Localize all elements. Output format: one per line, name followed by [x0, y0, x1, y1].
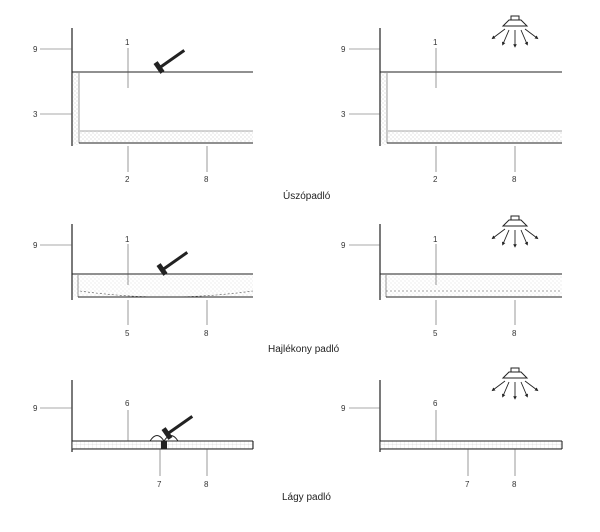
label-8: 8: [512, 175, 517, 184]
hammer-icon: [153, 49, 186, 74]
label-9: 9: [33, 241, 38, 250]
label-5: 5: [125, 329, 130, 338]
loudspeaker-icon: [491, 15, 539, 48]
label-8: 8: [512, 329, 517, 338]
panel-soft-airborne: 9 6 7 8: [341, 367, 563, 489]
label-6: 6: [433, 399, 438, 408]
label-7: 7: [465, 480, 470, 489]
label-9: 9: [341, 241, 346, 250]
label-3: 3: [341, 110, 346, 119]
panel-floating-impact: 9 3 1 2 8: [33, 28, 253, 184]
loudspeaker-icon: [491, 215, 539, 248]
hammer-icon: [161, 415, 194, 440]
label-8: 8: [204, 175, 209, 184]
label-2: 2: [433, 175, 438, 184]
label-1: 1: [433, 235, 438, 244]
label-1: 1: [433, 38, 438, 47]
label-6: 6: [125, 399, 130, 408]
caption-floating-floor: Úszópadló: [283, 189, 331, 202]
label-9: 9: [33, 404, 38, 413]
label-9: 9: [341, 45, 346, 54]
caption-flexible-floor: Hajlékony padló: [268, 344, 340, 355]
label-8: 8: [512, 480, 517, 489]
label-2: 2: [125, 175, 130, 184]
panel-flexible-impact: 9 1 5 8: [33, 224, 254, 338]
label-9: 9: [341, 404, 346, 413]
loudspeaker-icon: [491, 367, 539, 400]
panel-flexible-airborne: 9 1 5 8: [341, 215, 562, 338]
panel-soft-impact: 9 6 7 8: [33, 380, 254, 489]
label-8: 8: [204, 329, 209, 338]
panel-floating-airborne: 9 3 1 2 8: [341, 15, 562, 184]
label-7: 7: [157, 480, 162, 489]
hammer-icon: [156, 251, 189, 276]
label-8: 8: [204, 480, 209, 489]
label-1: 1: [125, 38, 130, 47]
label-9: 9: [33, 45, 38, 54]
label-3: 3: [33, 110, 38, 119]
label-1: 1: [125, 235, 130, 244]
label-5: 5: [433, 329, 438, 338]
caption-soft-floor: Lágy padló: [282, 492, 331, 503]
